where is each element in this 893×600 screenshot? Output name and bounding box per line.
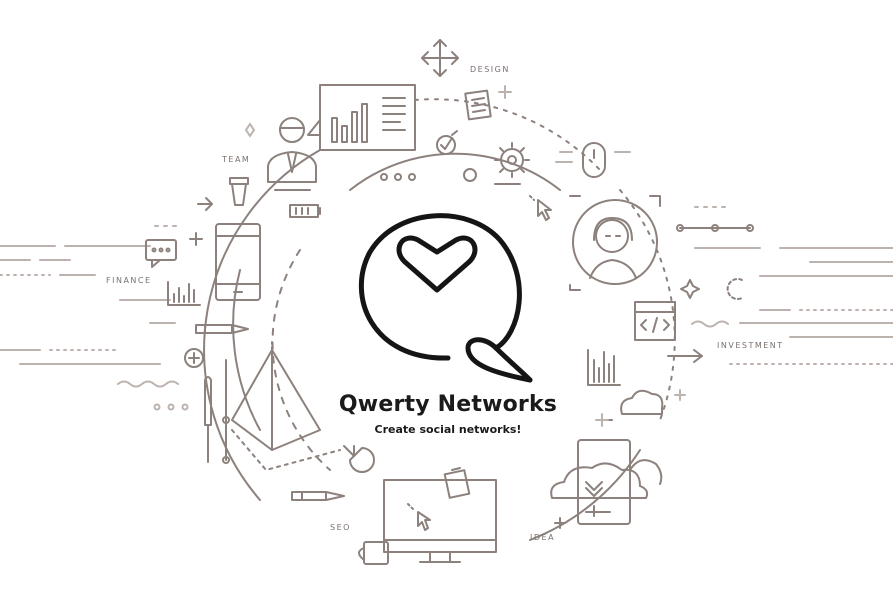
presentation-chart-icon: [307, 84, 416, 151]
sparkle-icon: [244, 122, 256, 138]
plus-icon: [498, 85, 512, 99]
plus-icon: [189, 232, 203, 246]
coffee-cup-icon: [197, 177, 249, 211]
document-icon: [464, 89, 492, 121]
dots-icon: [380, 168, 477, 182]
cloud-icon: [595, 389, 686, 427]
label-team: TEAM: [222, 155, 251, 164]
check-circle-icon: [436, 130, 458, 155]
chat-bubble-icon: [145, 239, 177, 268]
label-finance: FINANCE: [106, 276, 152, 285]
code-window-icon: [634, 301, 676, 341]
pen-icon: [195, 324, 249, 334]
label-seo: SEO: [330, 523, 351, 532]
circle-ring: [203, 98, 676, 541]
left-decor-lines: [0, 225, 189, 411]
gear-icon: [494, 142, 530, 185]
brand-tagline: Create social networks!: [374, 423, 522, 436]
label-design: DESIGN: [470, 65, 510, 74]
pyramid-icon: [222, 341, 341, 471]
coffee-mug-icon: [358, 541, 389, 565]
cloud-download-icon: [550, 439, 663, 529]
pen-icon: [291, 491, 345, 501]
woman-avatar-icon: [569, 195, 661, 291]
brand-name: Qwerty Networks: [338, 392, 558, 417]
arrow-right-icon: [667, 349, 703, 363]
label-idea: IDEA: [530, 533, 556, 542]
brush-icon: [204, 376, 212, 463]
loading-icon: [680, 278, 743, 300]
pie-chart-icon: [343, 445, 375, 473]
businessman-icon: [267, 117, 317, 191]
cursor-icon: [529, 195, 552, 221]
battery-icon: [289, 204, 321, 218]
mouse-icon: [555, 142, 631, 178]
right-decor-lines: [676, 206, 893, 365]
monitor-icon: [383, 467, 497, 563]
heart-speech-bubble-icon: [358, 213, 533, 383]
label-investment: INVESTMENT: [717, 341, 784, 350]
bar-chart-icon: [167, 281, 201, 306]
bar-chart-icon: [587, 349, 621, 386]
smartphone-icon: [215, 223, 261, 301]
move-arrows-icon: [421, 39, 459, 77]
plus-circle-icon: [184, 348, 204, 368]
